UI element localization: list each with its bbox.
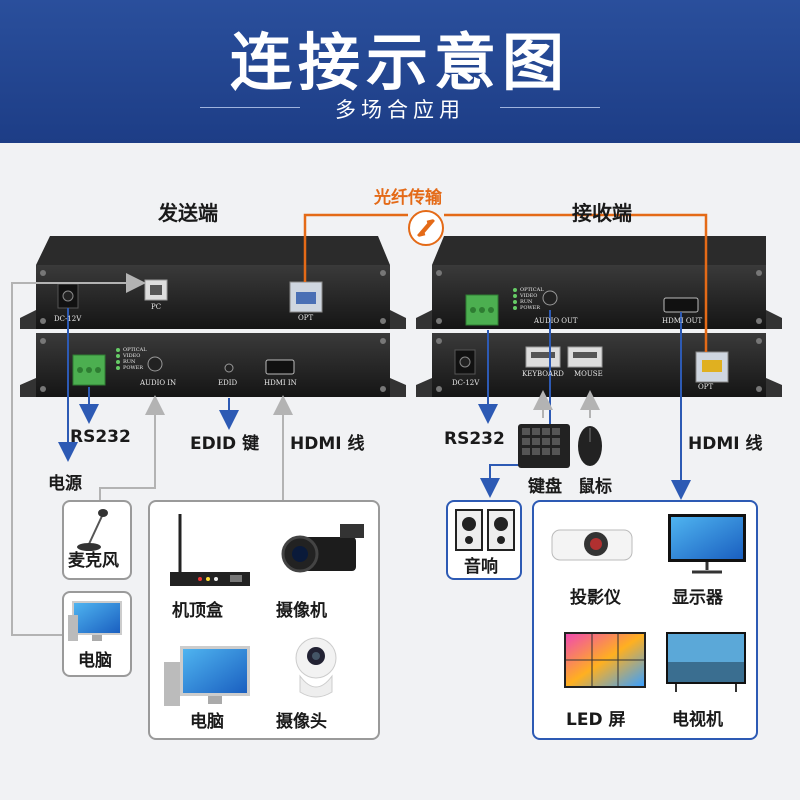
receiver-port-opt: OPT — [698, 383, 713, 391]
projector-label: 投影仪 — [570, 583, 621, 608]
led-screen-label: LED 屏 — [566, 705, 625, 730]
sender-port-dc: DC-12V — [54, 315, 81, 323]
speaker-label: 音响 — [464, 552, 498, 577]
settop-label: 机顶盒 — [172, 596, 223, 621]
projector-image — [552, 530, 632, 560]
settop-image — [170, 514, 250, 586]
receiver-port-hdmi: HDMI OUT — [662, 317, 702, 325]
mouse-label: 鼠标 — [578, 472, 612, 497]
hdmi-line-left-label: HDMI 线 — [290, 429, 365, 454]
keyboard-image — [518, 424, 570, 468]
receiver-port-audio: AUDIO OUT — [534, 317, 578, 325]
camcorder-label: 摄像机 — [276, 596, 327, 621]
tv-label: 电视机 — [672, 705, 723, 730]
microphone-label: 麦克风 — [68, 546, 119, 571]
edid-key-label: EDID 键 — [190, 429, 259, 454]
diagram-area: 发送端 接收端 光纤传输 DC-12V PC OPT OPTICAL VIDEO… — [0, 143, 800, 800]
outputs-images — [534, 502, 756, 738]
sender-port-audio: AUDIO IN — [140, 379, 176, 387]
page-subtitle: 多场合应用 — [0, 94, 800, 124]
speaker-image — [448, 502, 520, 552]
sender-port-pc: PC — [151, 303, 161, 311]
sender-led-power: POWER — [123, 365, 143, 371]
receiver-port-dc: DC-12V — [452, 379, 479, 387]
keyboard-label: 键盘 — [528, 472, 562, 497]
sender-title: 发送端 — [158, 197, 218, 226]
computer-image — [64, 593, 130, 645]
power-label: 电源 — [48, 469, 82, 494]
rs232-right-label: RS232 — [444, 429, 505, 449]
pc-left-label: 电脑 — [78, 646, 112, 671]
fiber-label: 光纤传输 — [374, 183, 442, 208]
microphone-image — [64, 502, 130, 552]
sender-port-opt: OPT — [298, 314, 313, 322]
subtitle-rule-right — [500, 107, 600, 108]
sender-port-hdmi: HDMI IN — [264, 379, 297, 387]
webcam-label: 摄像头 — [276, 707, 327, 732]
header-banner: 连接示意图 多场合应用 — [0, 0, 800, 143]
rs232-left-label: RS232 — [70, 427, 131, 447]
sender-port-edid: EDID — [218, 379, 237, 387]
led-screen-image — [564, 632, 646, 688]
pc-label: 电脑 — [190, 707, 224, 732]
monitor-image — [668, 514, 746, 572]
webcam-image — [296, 638, 336, 697]
receiver-title: 接收端 — [572, 197, 632, 226]
pc-image — [164, 646, 250, 706]
camcorder-image — [283, 524, 364, 571]
page-title: 连接示意图 — [0, 12, 800, 102]
receiver-port-keyboard: KEYBOARD — [522, 370, 564, 378]
mouse-image — [578, 426, 602, 466]
hdmi-line-right-label: HDMI 线 — [688, 429, 763, 454]
outputs-card — [532, 500, 758, 740]
receiver-led-power: POWER — [520, 305, 540, 311]
monitor-label: 显示器 — [672, 583, 723, 608]
receiver-port-mouse: MOUSE — [574, 370, 603, 378]
tv-image — [666, 632, 746, 692]
